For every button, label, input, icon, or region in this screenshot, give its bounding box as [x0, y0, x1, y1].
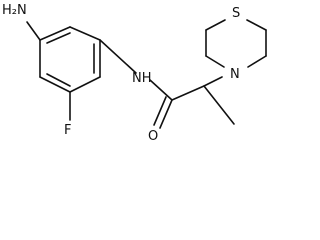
- bond-alpha-n: [203, 76, 223, 87]
- thiomorpholine-ring: [205, 19, 267, 68]
- bond-ch2-right-n: [247, 55, 267, 68]
- benzene-ring: [39, 26, 101, 93]
- bond-ring-nh: [99, 39, 137, 74]
- double-bond-inner-top: [46, 32, 71, 44]
- bond-c4-c5: [69, 76, 101, 93]
- bond-c1-c2: [39, 26, 71, 41]
- ring-nitrogen-label: N: [230, 67, 240, 82]
- bond-ch2-upper-s: [205, 19, 226, 31]
- amine-label: H₂N: [2, 3, 27, 18]
- fluorine-label: F: [64, 123, 71, 138]
- double-bond-inner-bottom: [46, 73, 71, 87]
- bond-carbonyl-o-1: [159, 99, 173, 129]
- sulfur-label: S: [232, 6, 240, 21]
- bond-nh-carbonyl: [149, 79, 173, 101]
- bond-n-ch2-left: [205, 55, 225, 68]
- bond-s-ch2-upper-right: [246, 19, 267, 31]
- bond-c5-c6: [39, 76, 71, 93]
- substituent-bonds: [26, 21, 235, 129]
- molecule-structure: H₂N NH F O N S: [2, 3, 267, 144]
- bond-alpha-methyl: [203, 85, 235, 125]
- bond-c2-c3: [69, 26, 101, 41]
- bond-ring-nh2: [26, 21, 41, 41]
- bond-carbonyl-alpha: [171, 85, 205, 101]
- amide-nh-label: NH: [132, 71, 152, 86]
- carbonyl-oxygen-label: O: [148, 129, 158, 144]
- structure-canvas: H₂N NH F O N S: [2, 3, 267, 144]
- bond-carbonyl-o-2: [153, 96, 167, 126]
